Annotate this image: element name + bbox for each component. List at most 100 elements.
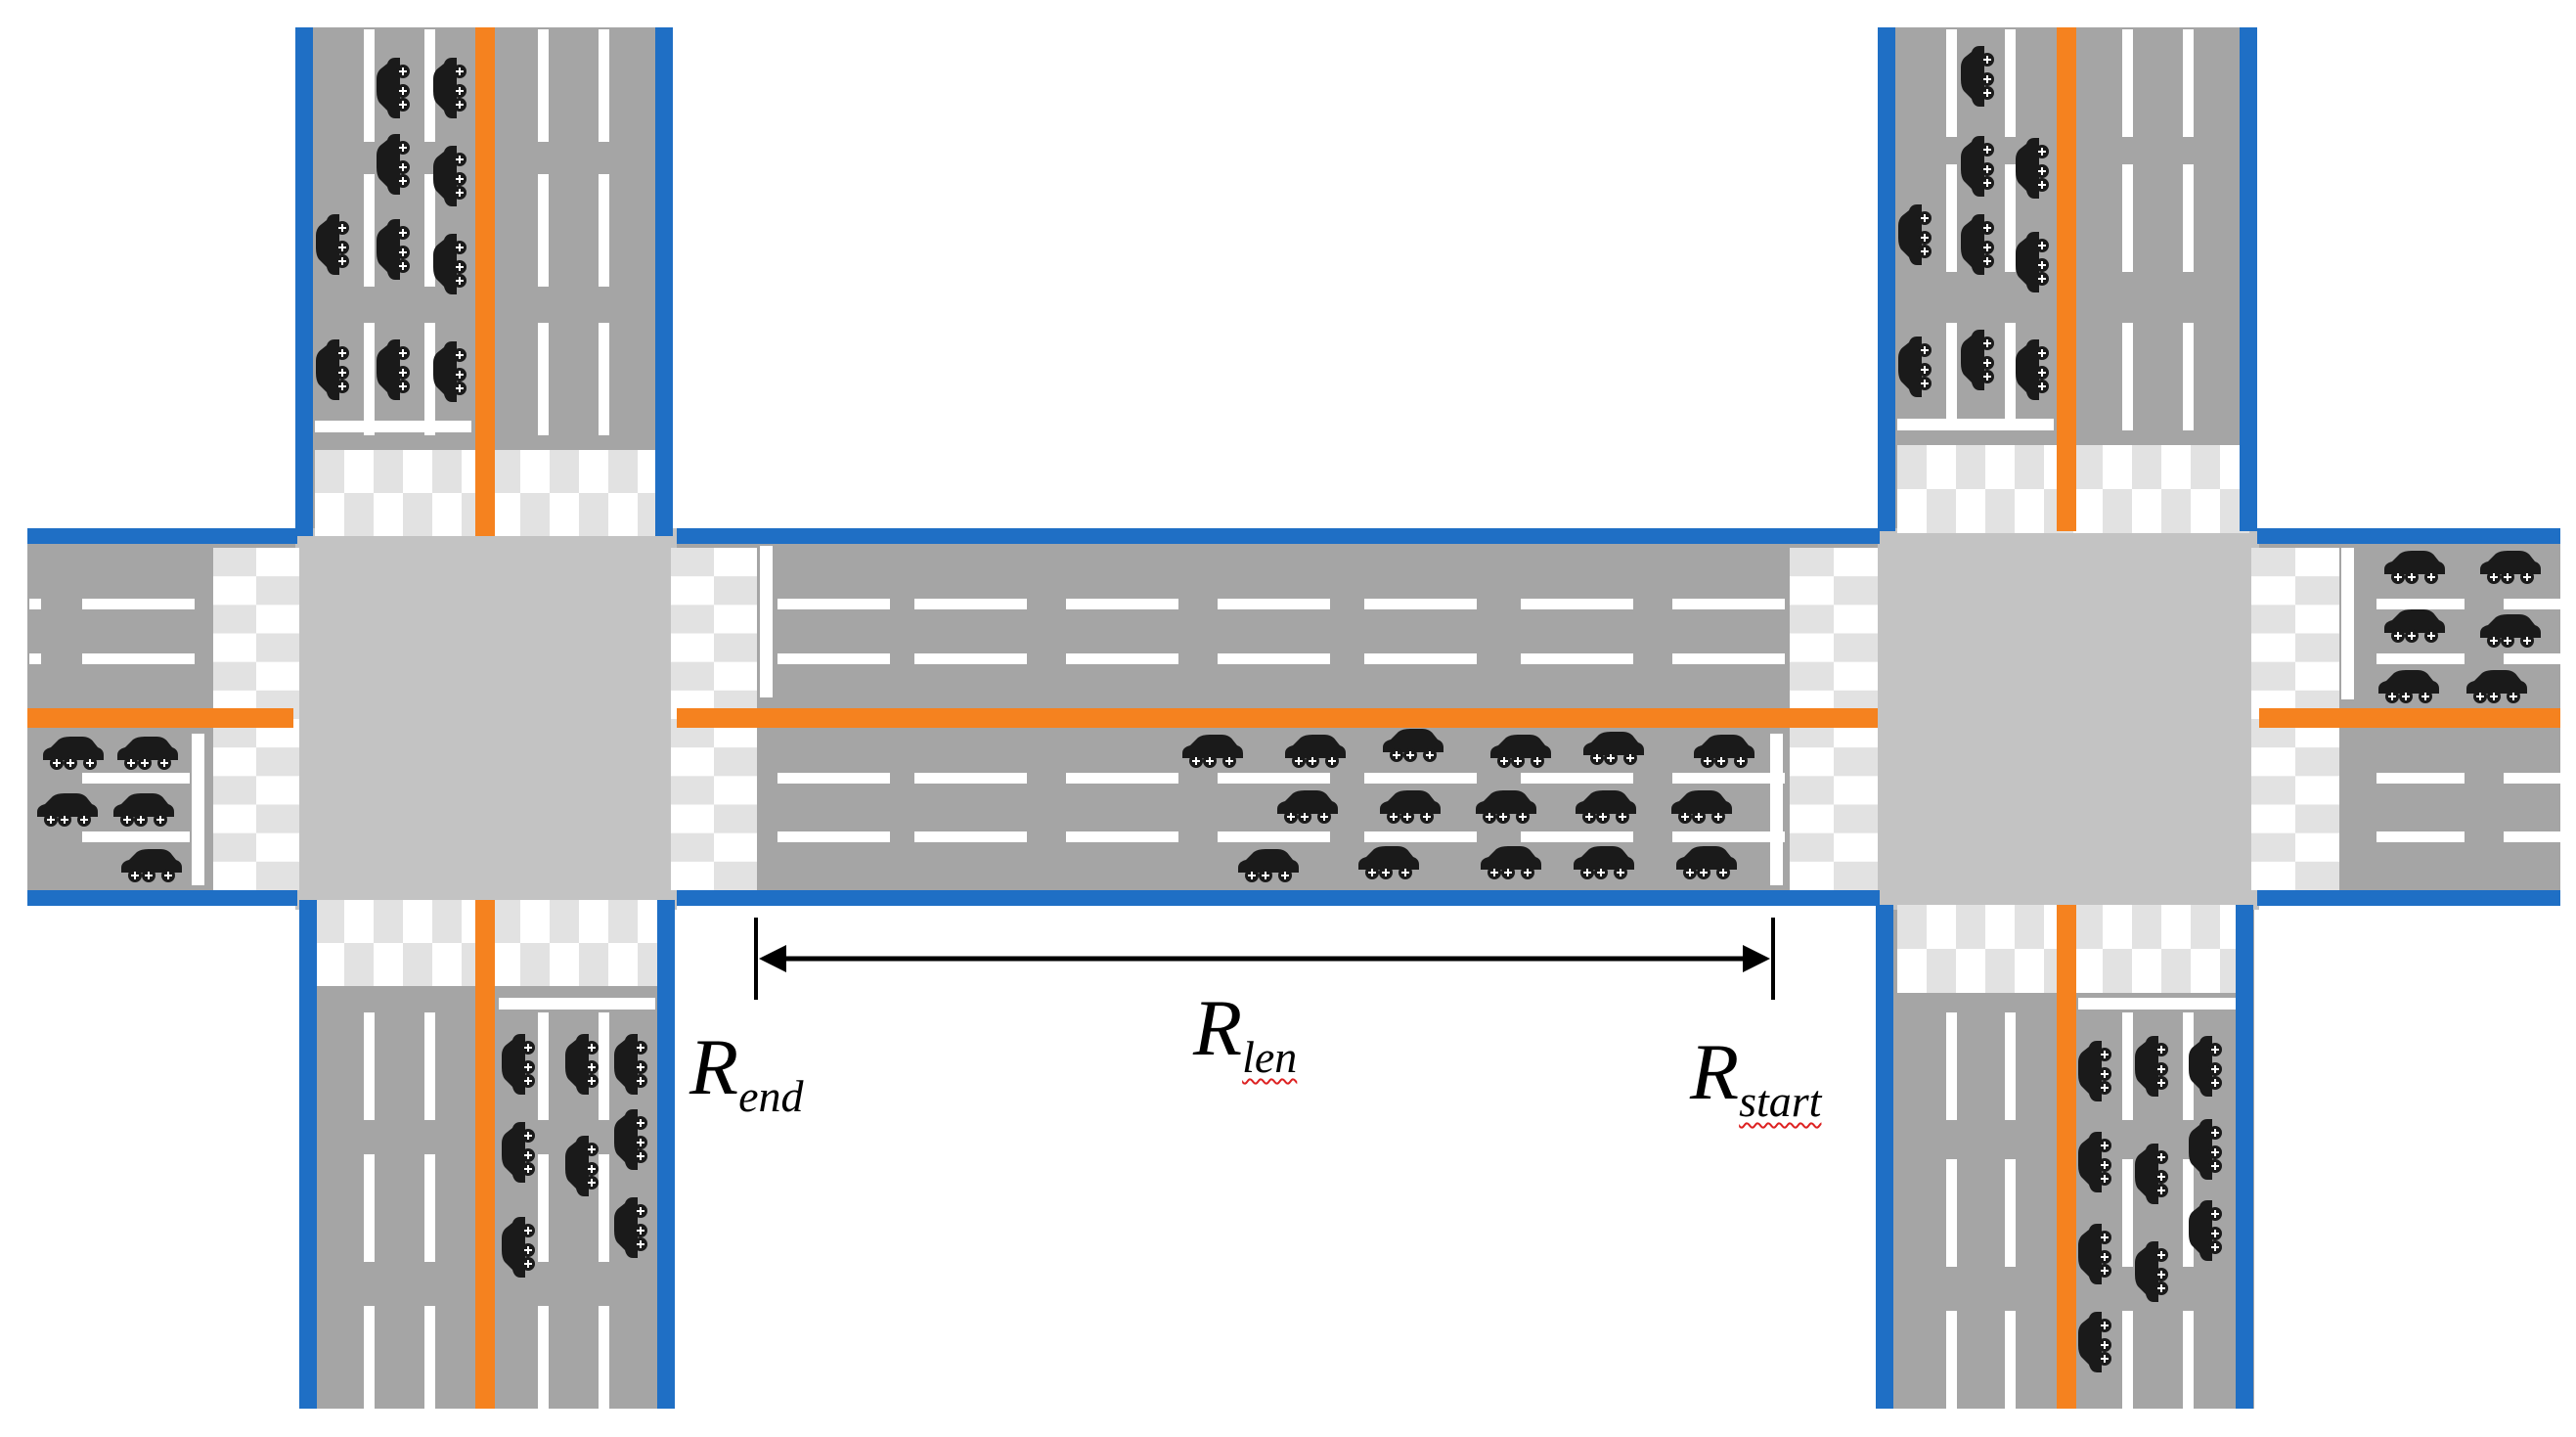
lane-dash — [2183, 323, 2194, 430]
median-south-left — [475, 900, 495, 1409]
curb — [299, 900, 317, 1409]
lane-dash — [29, 599, 41, 609]
label-r-end: Rend — [689, 1027, 804, 1119]
crosswalk-stripe — [1897, 905, 1927, 949]
crosswalk-stripe — [714, 633, 757, 662]
label-r-len-sub: len — [1242, 1032, 1298, 1082]
crosswalk-stripe — [491, 450, 520, 493]
curb — [677, 528, 1880, 544]
curb — [27, 890, 297, 906]
lane-dash — [1364, 599, 1477, 609]
crosswalk-stripe — [213, 548, 256, 577]
stop-line-south-right — [2078, 998, 2240, 1010]
crosswalk-stripe — [403, 943, 432, 986]
lane-dash — [538, 1154, 549, 1262]
crosswalk-stripe — [256, 861, 299, 890]
label-r-end-base: R — [689, 1022, 739, 1111]
lane-dash — [1364, 653, 1477, 664]
median-east — [2259, 708, 2560, 728]
stop-line-north-right — [1897, 419, 2054, 430]
lane-dash — [1218, 773, 1330, 784]
crosswalk-stripe — [671, 776, 714, 805]
crosswalk-stripe — [2015, 445, 2044, 489]
crosswalk-stripe — [579, 493, 608, 536]
lane-dash — [2005, 29, 2016, 137]
crosswalk-stripe — [550, 450, 579, 493]
lane-dash — [1521, 653, 1633, 664]
lane-dash — [2122, 29, 2133, 137]
crosswalk-stripe — [714, 576, 757, 606]
crosswalk-stripe — [2191, 905, 2220, 949]
curb — [1876, 905, 1893, 1409]
crosswalk-stripe — [344, 943, 374, 986]
lane-dash — [2122, 323, 2133, 430]
label-r-start-base: R — [1690, 1027, 1740, 1116]
curb — [2240, 27, 2257, 531]
lane-dash — [1672, 831, 1785, 842]
crosswalk-stripe — [520, 943, 550, 986]
crosswalk-stripe — [2073, 445, 2103, 489]
lane-dash — [1946, 1012, 1957, 1120]
curb — [27, 528, 297, 544]
label-r-len-base: R — [1193, 983, 1243, 1072]
curb — [657, 900, 675, 1409]
crosswalk-stripe — [671, 832, 714, 862]
crosswalk-stripe — [714, 861, 757, 890]
crosswalk-stripe — [2295, 576, 2339, 606]
crosswalk-stripe — [374, 450, 403, 493]
crosswalk-stripe — [1927, 949, 1956, 993]
lane-dash — [364, 1154, 375, 1262]
lane-dash — [2183, 1311, 2194, 1418]
crosswalk-stripe — [714, 804, 757, 833]
crosswalk-stripe — [2251, 832, 2295, 862]
crosswalk-stripe — [256, 804, 299, 833]
lane-dash — [777, 773, 890, 784]
lane-dash — [1672, 599, 1785, 609]
lane-dash — [538, 29, 549, 142]
median-north-right — [2057, 27, 2076, 531]
lane-dash — [364, 174, 375, 287]
crosswalk-stripe — [550, 900, 579, 943]
lane-dash — [1946, 1159, 1957, 1267]
crosswalk-stripe — [1834, 747, 1878, 777]
lane-dash — [2504, 831, 2576, 842]
crosswalk-stripe — [491, 900, 520, 943]
crosswalk-stripe — [608, 450, 638, 493]
lane-dash — [1066, 831, 1178, 842]
crosswalk-stripe — [2295, 804, 2339, 833]
crosswalk-stripe — [1897, 445, 1927, 489]
median-south-right — [2057, 905, 2076, 1409]
crosswalk-stripe — [256, 747, 299, 777]
lane-dash — [2122, 1311, 2133, 1418]
lane-dash — [1946, 29, 1957, 137]
crosswalk-stripe — [520, 493, 550, 536]
curb — [2257, 890, 2560, 906]
median-middle — [677, 708, 1878, 728]
crosswalk-stripe — [2251, 776, 2295, 805]
lane-dash — [2005, 1012, 2016, 1120]
lane-dash — [1066, 599, 1178, 609]
crosswalk-stripe — [2161, 949, 2191, 993]
lane-dash — [2376, 831, 2465, 842]
curb — [2257, 528, 2560, 544]
lane-dash — [2376, 599, 2465, 609]
lane-dash — [538, 323, 549, 435]
lane-dash — [2005, 164, 2016, 272]
lane-dash — [914, 831, 1027, 842]
median-north-left — [475, 27, 495, 536]
crosswalk-stripe — [1834, 633, 1878, 662]
curb — [295, 27, 313, 536]
lane-dash — [538, 1012, 549, 1120]
crosswalk-stripe — [213, 832, 256, 862]
lane-dash — [599, 1012, 609, 1120]
lane-dash — [599, 174, 609, 287]
lane-dash — [424, 29, 435, 142]
stop-line-north-left — [315, 421, 471, 432]
lane-dash — [2122, 164, 2133, 272]
lane-dash — [364, 323, 375, 435]
lane-dash — [599, 1154, 609, 1262]
crosswalk-stripe — [1927, 489, 1956, 533]
crosswalk-stripe — [2295, 633, 2339, 662]
crosswalk-stripe — [1956, 445, 1985, 489]
